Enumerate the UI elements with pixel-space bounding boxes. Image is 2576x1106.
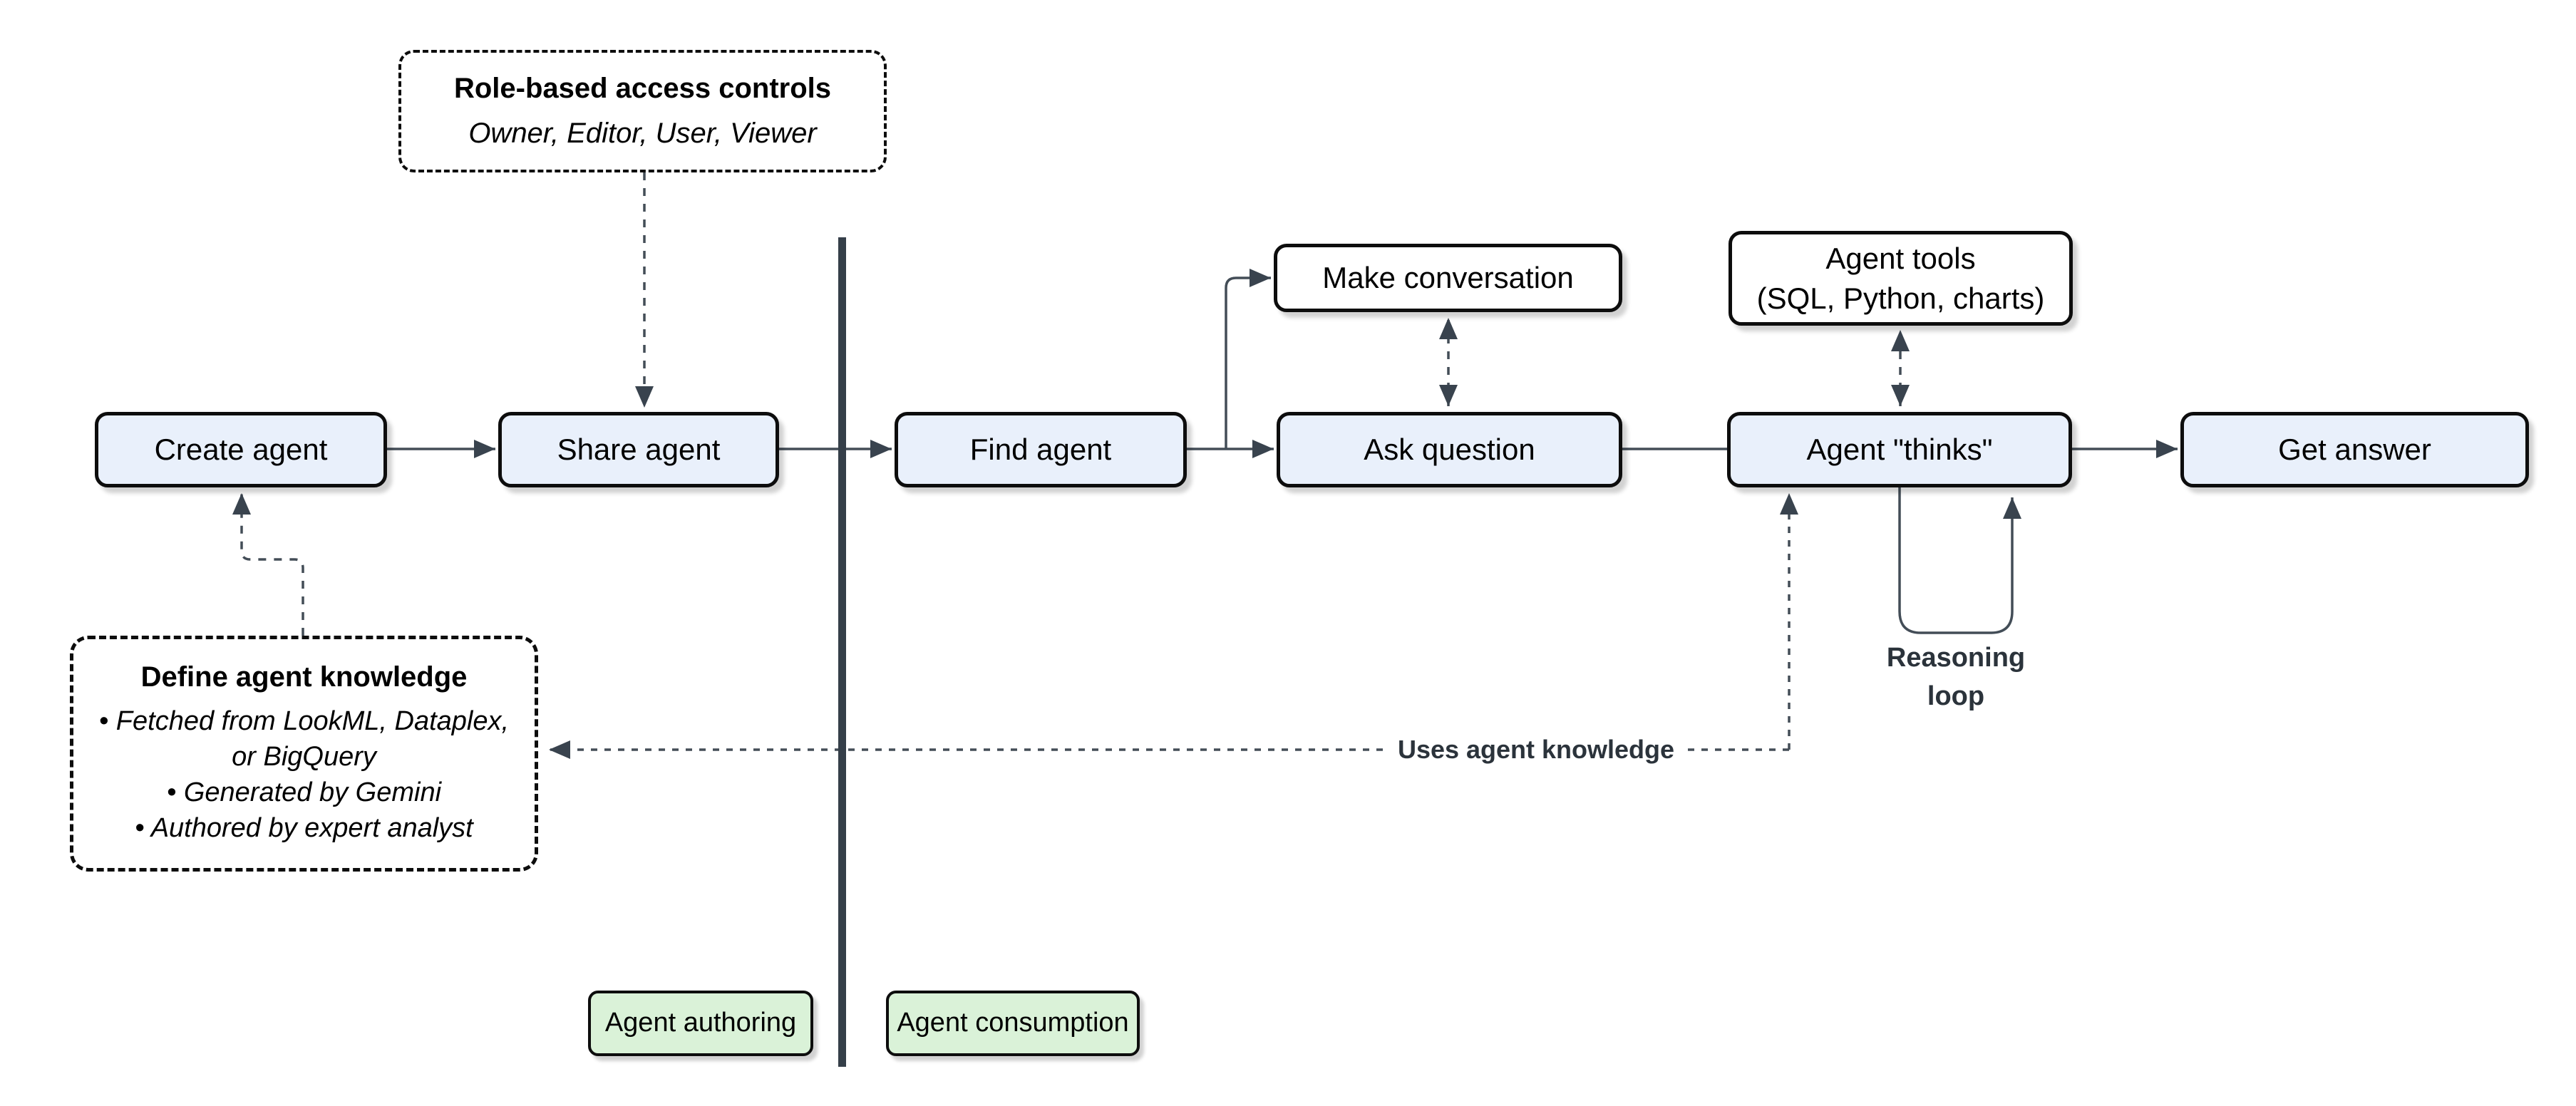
note-define-agent-knowledge: Define agent knowledge Fetched from Look… xyxy=(70,636,538,872)
zone-label: Agent consumption xyxy=(897,1008,1129,1038)
node-label: Agent "thinks" xyxy=(1806,432,1993,466)
node-make-conversation: Make conversation xyxy=(1274,244,1622,312)
note-title: Role-based access controls xyxy=(453,73,832,104)
node-label: Ask question xyxy=(1364,432,1535,466)
node-create-agent: Create agent xyxy=(95,412,387,487)
edge-reasoning-loop xyxy=(1898,487,2021,634)
node-share-agent: Share agent xyxy=(498,412,779,487)
reasoning-loop-line2: loop xyxy=(1927,681,1985,711)
reasoning-loop-line1: Reasoning xyxy=(1886,643,2026,673)
node-label: Share agent xyxy=(557,432,721,466)
zone-divider xyxy=(838,237,846,1067)
node-label: Find agent xyxy=(969,432,1112,466)
note-bullet-list: Fetched from LookML, Dataplex, or BigQue… xyxy=(94,703,515,846)
node-find-agent: Find agent xyxy=(895,412,1187,487)
edge-label-reasoning-loop: Reasoning loop xyxy=(1887,639,2025,715)
zone-agent-consumption: Agent consumption xyxy=(886,991,1140,1056)
node-label: Create agent xyxy=(154,432,328,466)
node-get-answer: Get answer xyxy=(2180,412,2529,487)
node-label-line2: (SQL, Python, charts) xyxy=(1756,281,2045,315)
node-label-line1: Agent tools xyxy=(1825,241,1976,275)
zone-label: Agent authoring xyxy=(604,1008,797,1038)
zone-agent-authoring: Agent authoring xyxy=(588,991,813,1056)
node-agent-thinks: Agent "thinks" xyxy=(1727,412,2072,487)
node-label: Get answer xyxy=(2278,432,2431,466)
node-label: Make conversation xyxy=(1322,260,1574,294)
note-bullet: Fetched from LookML, Dataplex, or BigQue… xyxy=(94,703,515,775)
edge-find-to-make-conversation xyxy=(1225,269,1271,449)
note-bullet: Generated by Gemini xyxy=(94,775,515,810)
note-bullet: Authored by expert analyst xyxy=(94,810,515,846)
edge-label-uses-agent-knowledge: Uses agent knowledge xyxy=(1389,735,1684,765)
note-roles: Owner, Editor, User, Viewer xyxy=(468,118,817,149)
note-role-based-access: Role-based access controls Owner, Editor… xyxy=(398,50,887,172)
node-ask-question: Ask question xyxy=(1277,412,1622,487)
note-title: Define agent knowledge xyxy=(140,661,468,693)
edge-knowledge-to-create xyxy=(232,493,304,636)
node-agent-tools: Agent tools (SQL, Python, charts) xyxy=(1729,231,2073,326)
